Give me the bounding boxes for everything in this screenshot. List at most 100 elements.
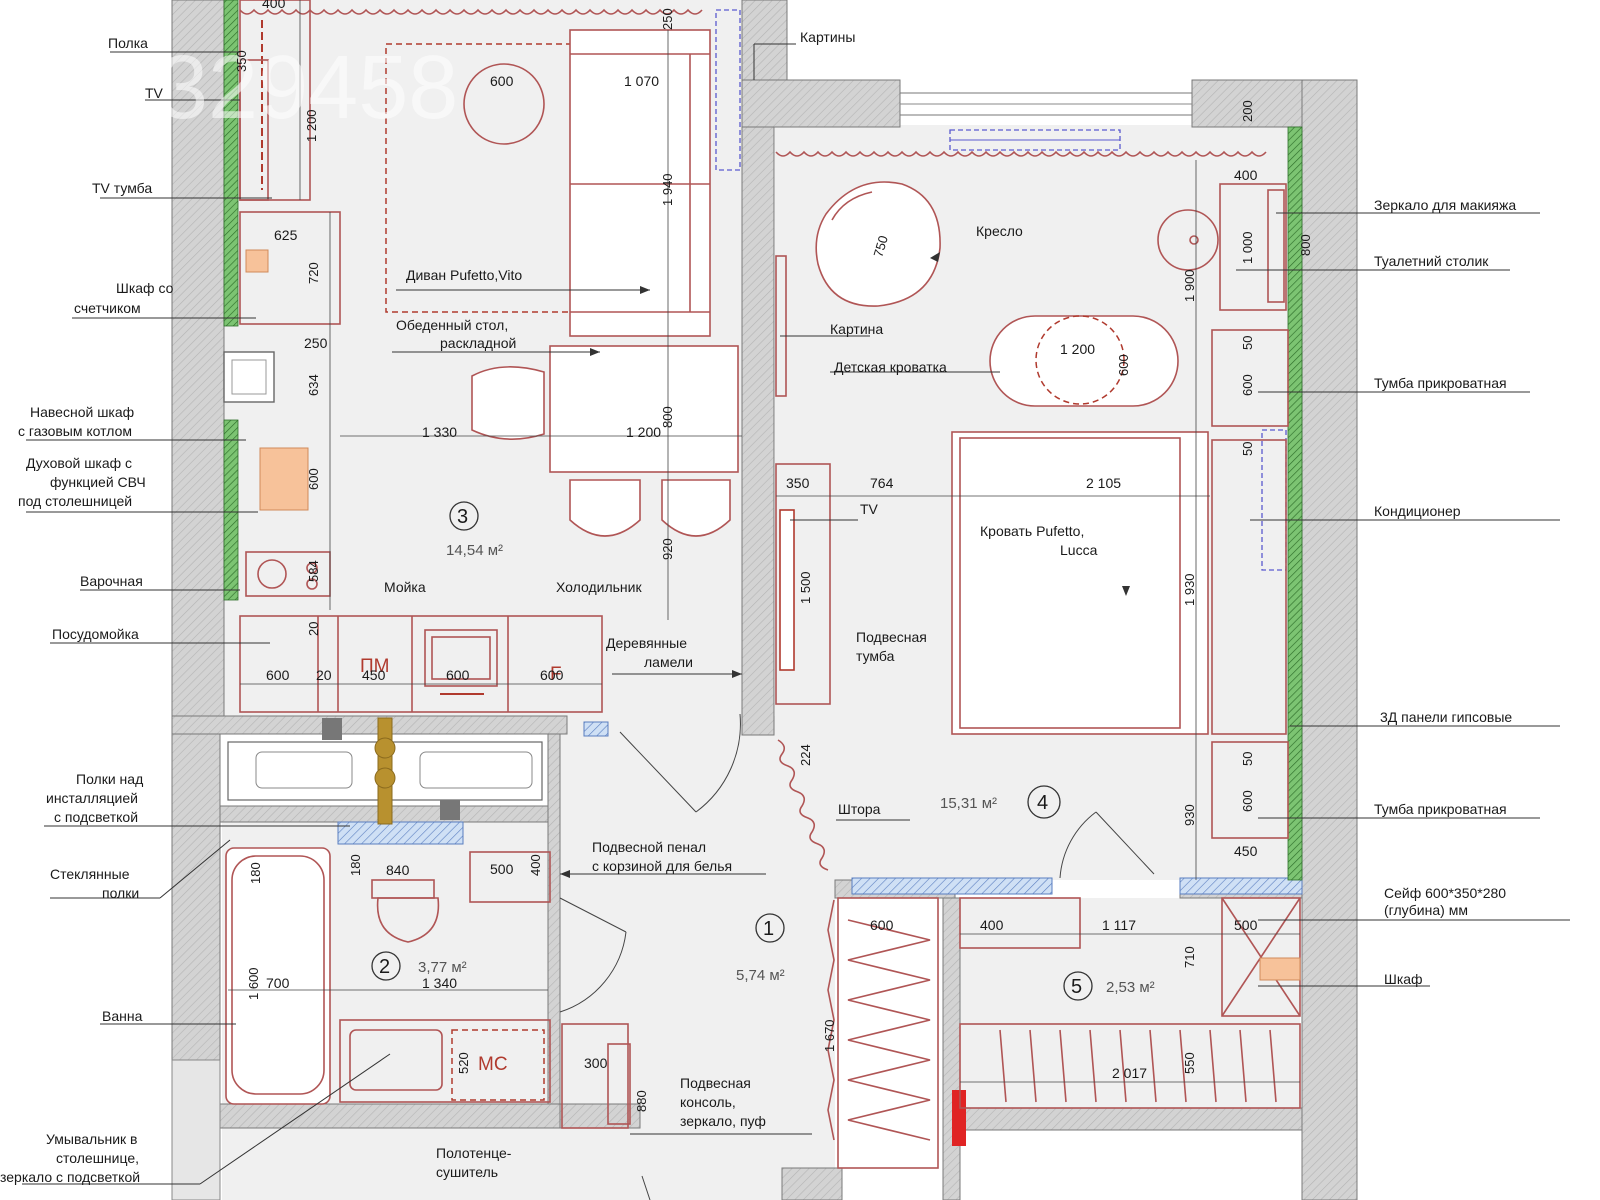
gas-pipe-joint-2 [374,767,396,789]
curtain-diagonal [777,739,829,871]
dim-920-v: 920 [660,538,675,560]
closet-shelving [959,897,1081,949]
dim-50-top-v: 50 [1240,336,1255,350]
wall-wardrobe-left [942,897,961,1200]
door-bedroom [1059,811,1155,879]
cooktop-burner-3 [306,578,318,590]
label-fridge: Холодильник [556,579,642,595]
dim-600-kit-2: 600 [446,667,470,683]
callout-wardrobe: Шкаф [1384,971,1423,987]
dim-400-laundry-v: 400 [528,854,543,876]
gas-boiler-inner [231,359,267,395]
label-washing-machine-block: МС [478,1054,508,1075]
dim-1930-v: 1 930 [1182,573,1197,606]
label-console-1: Подвесная [680,1075,751,1091]
room-number-2: 2 [379,956,390,978]
label-dishwasher-block: ПМ [360,656,389,677]
label-hanging-unit-1: Подвесная [856,629,927,645]
safe-diag-2 [1221,897,1301,1017]
callout-washbasin-1: Умывальник в [46,1131,138,1147]
installation-stub-2 [440,800,460,820]
sink [424,629,498,687]
dim-600-crib-v: 600 [1116,354,1131,376]
callout-install-shelves-2: инсталляцией [46,790,138,806]
door-bathroom [559,897,627,1013]
dim-50-bottom-v: 50 [1240,752,1255,766]
room-marker-3 [449,501,479,531]
room-marker-4 [1027,785,1061,819]
wall-partition-kitchen-bedroom [741,126,775,736]
callout-meter-cabinet-1: Шкаф со [116,280,174,296]
label-paintings: Картины [800,29,855,45]
dressing-table [1219,183,1287,311]
vanity [339,1019,551,1103]
door-hall-bottom [641,1175,651,1200]
callout-bathtub: Ванна [102,1008,143,1024]
room-area-2: 3,77 м² [418,959,467,976]
hall-wardrobe [837,897,939,1169]
callout-washbasin-3: зеркало с подсветкой [0,1169,140,1185]
wall-top-right-1 [741,0,788,81]
bedside-table-bottom [1211,741,1289,839]
label-tv-bedroom: TV [860,501,879,517]
room-number-5: 5 [1071,976,1082,998]
wall-bottom-right-stub [781,1167,843,1200]
dim-200-v: 200 [1240,100,1255,122]
dim-625: 625 [274,227,298,243]
leader-11 [159,839,231,899]
bathtub [225,847,331,1105]
callout-bedside-top: Тумба прикроватная [1374,375,1507,391]
doors [559,713,1155,1200]
room-marker-1 [755,913,785,943]
dim-764: 764 [870,475,894,491]
dim-800-table-v: 800 [660,406,675,428]
installation-shelves [227,717,543,825]
bed-mattress [959,437,1181,729]
callout-gypsum-panels: 3Д панели гипсовые [1380,709,1512,725]
dim-1200-v: 1 200 [304,109,319,142]
callout-tv: TV [145,85,164,101]
door-kitchen-hall [619,713,741,813]
callout-oven-1: Духовой шкаф с [26,455,132,471]
dim-1600-v: 1 600 [246,967,261,1000]
dim-720-v: 720 [306,262,321,284]
dining-chair-left [471,366,545,440]
exterior-strip [171,1059,221,1200]
right-callouts: Зеркало для макияжа Туалетний столик Тум… [1374,197,1516,987]
label-bed-2: Lucca [1060,542,1098,558]
wall-right-outer [1301,79,1358,1200]
label-dining-table-2: раскладной [440,335,516,351]
dim-1500-v: 1 500 [798,571,813,604]
label-sink: Мойка [384,579,426,595]
dimension-lines [228,0,1300,1083]
dim-584-v: 584 [306,560,321,582]
window-hall-bedroom [851,877,1053,895]
callout-glass-shelves-2: полки [102,885,139,901]
callout-safe-1: Сейф 600*350*280 [1384,885,1506,901]
leader-lines [22,43,1570,1185]
baby-crib-dashed [1035,315,1125,405]
dim-600-table: 600 [490,73,514,89]
dim-1900-v: 1 900 [1182,269,1197,302]
tv-unit-bedroom [775,463,831,705]
arrow-dining [590,348,600,356]
dim-1330: 1 330 [422,424,457,440]
floor-hall-lower [222,1128,822,1200]
kitchen-counter [239,615,603,713]
callout-air-conditioner: Кондиционер [1374,503,1461,519]
makeup-mirror [1267,189,1285,303]
callout-safe-2: (глубина) мм [1384,902,1468,918]
arrow-laundry [560,870,570,878]
room-marker-5 [1063,971,1093,1001]
laundry-cabinet [469,851,551,903]
armchair [815,181,941,307]
installation-shelf-1 [255,751,353,789]
dining-chair-bottom-2 [661,479,731,537]
window-bedroom-right [1179,877,1303,895]
label-fridge-block: F [550,664,562,685]
panel-right [1287,126,1303,881]
dim-350-v: 350 [234,50,249,72]
dim-1000-v: 1 000 [1240,231,1255,264]
callout-dressing-table: Туалетний столик [1374,253,1489,269]
